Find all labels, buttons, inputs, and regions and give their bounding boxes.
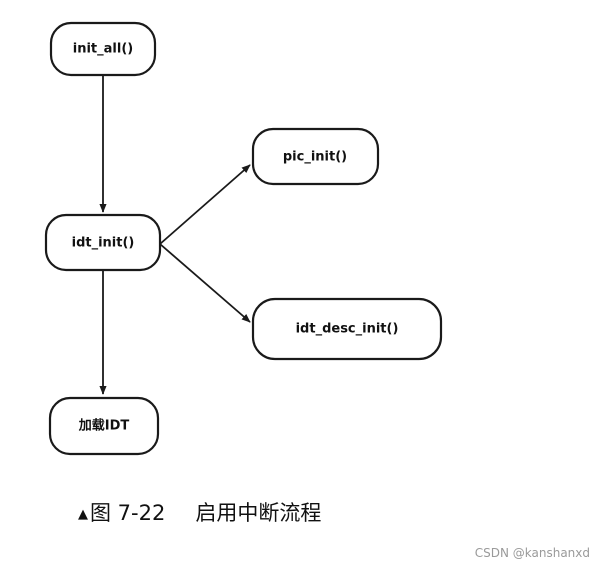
node-init-all-label: init_all() [73, 42, 133, 57]
node-idt-desc-init: idt_desc_init() [251, 297, 443, 361]
edge-idt-init-to-pic-init [159, 164, 251, 245]
node-pic-init: pic_init() [251, 127, 380, 186]
node-load-idt: 加载IDT [48, 396, 160, 456]
figure-number: 图 7-22 [90, 501, 166, 525]
flow-diagram: init_all() pic_init() idt_init() idt_des… [44, 21, 443, 456]
node-load-idt-label: 加载IDT [78, 418, 130, 434]
watermark: CSDN @kanshanxd [474, 546, 590, 560]
triangle-marker-icon: ▲ [78, 507, 88, 522]
figure-caption: ▲图 7-22 启用中断流程 [78, 497, 321, 527]
node-idt-init-label: idt_init() [72, 236, 135, 251]
node-idt-init: idt_init() [44, 213, 162, 272]
node-pic-init-label: pic_init() [283, 150, 347, 165]
node-idt-desc-init-label: idt_desc_init() [296, 322, 399, 337]
edge-idt-init-to-idt-desc-init [159, 243, 251, 323]
figure-title: 启用中断流程 [195, 501, 322, 525]
node-init-all: init_all() [49, 21, 157, 77]
